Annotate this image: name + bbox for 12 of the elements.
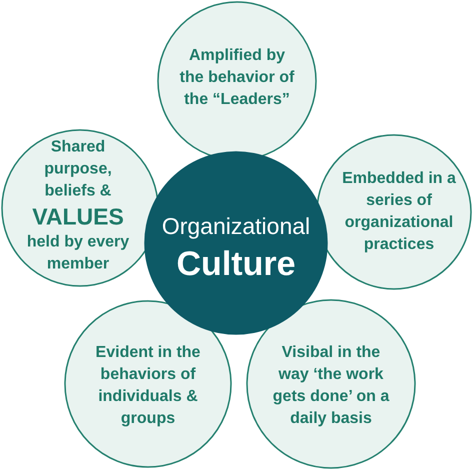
circle-text: Shared purpose, beliefs & VALUES held by every member [26, 138, 130, 274]
center-subtitle: Organizational [162, 212, 310, 240]
circle-text: Visibal in the way ‘the work gets done’ on a daily basis [272, 343, 390, 429]
circle-text: Embedded in a series of organizational practices [341, 169, 457, 255]
outer-circle [1, 129, 159, 287]
circle-text: Amplified by the behavior of the “Leaders” [178, 46, 296, 110]
circle-text: Evident in the behaviors of individuals & groups [94, 343, 202, 429]
outer-circle [316, 134, 472, 290]
outer-circle [64, 300, 232, 468]
center-circle [144, 151, 328, 335]
center-title: Culture [176, 244, 296, 284]
outer-circle [246, 299, 416, 469]
